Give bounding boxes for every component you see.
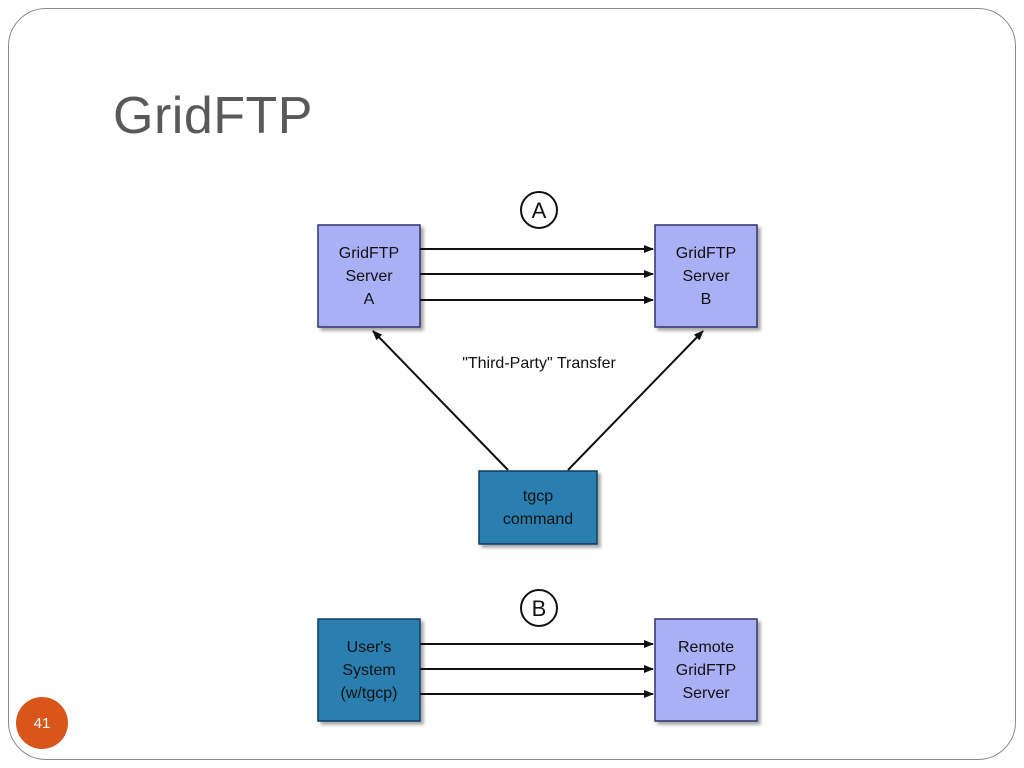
slide-title: GridFTP [113,87,313,145]
tgcp-command-box: tgcp command [478,470,598,545]
users-system-line-2: System [342,662,395,679]
users-system-line-3: (w/tgcp) [341,685,398,702]
remote-gridftp-server-box: Remote GridFTP Server [654,618,758,722]
users-system-box: User's System (w/tgcp) [317,618,421,722]
users-system-line-1: User's [347,639,392,656]
slide-number-badge: 41 [16,697,68,749]
section-b-marker: B [520,589,558,627]
remote-server-line-1: Remote [678,639,734,656]
server-a-line-2: Server [345,268,393,285]
remote-server-line-2: GridFTP [676,662,736,679]
third-party-transfer-label: "Third-Party" Transfer [462,355,616,372]
section-a-marker: A [520,191,558,229]
control-arrow-to-server-a [372,330,509,471]
server-a-line-3: A [364,291,375,308]
server-a-line-1: GridFTP [339,245,399,262]
section-a-marker-label: A [532,198,547,223]
gridftp-server-b-box: GridFTP Server B [654,224,758,328]
section-b-marker-label: B [532,596,547,621]
tgcp-line-1: tgcp [523,488,553,505]
remote-server-line-3: Server [682,685,730,702]
slide-frame [8,8,1016,760]
tgcp-line-2: command [503,511,573,528]
server-b-line-3: B [701,291,712,308]
gridftp-server-a-box: GridFTP Server A [317,224,421,328]
server-b-line-1: GridFTP [676,245,736,262]
server-b-line-2: Server [682,268,730,285]
control-arrow-to-server-b [567,330,704,471]
